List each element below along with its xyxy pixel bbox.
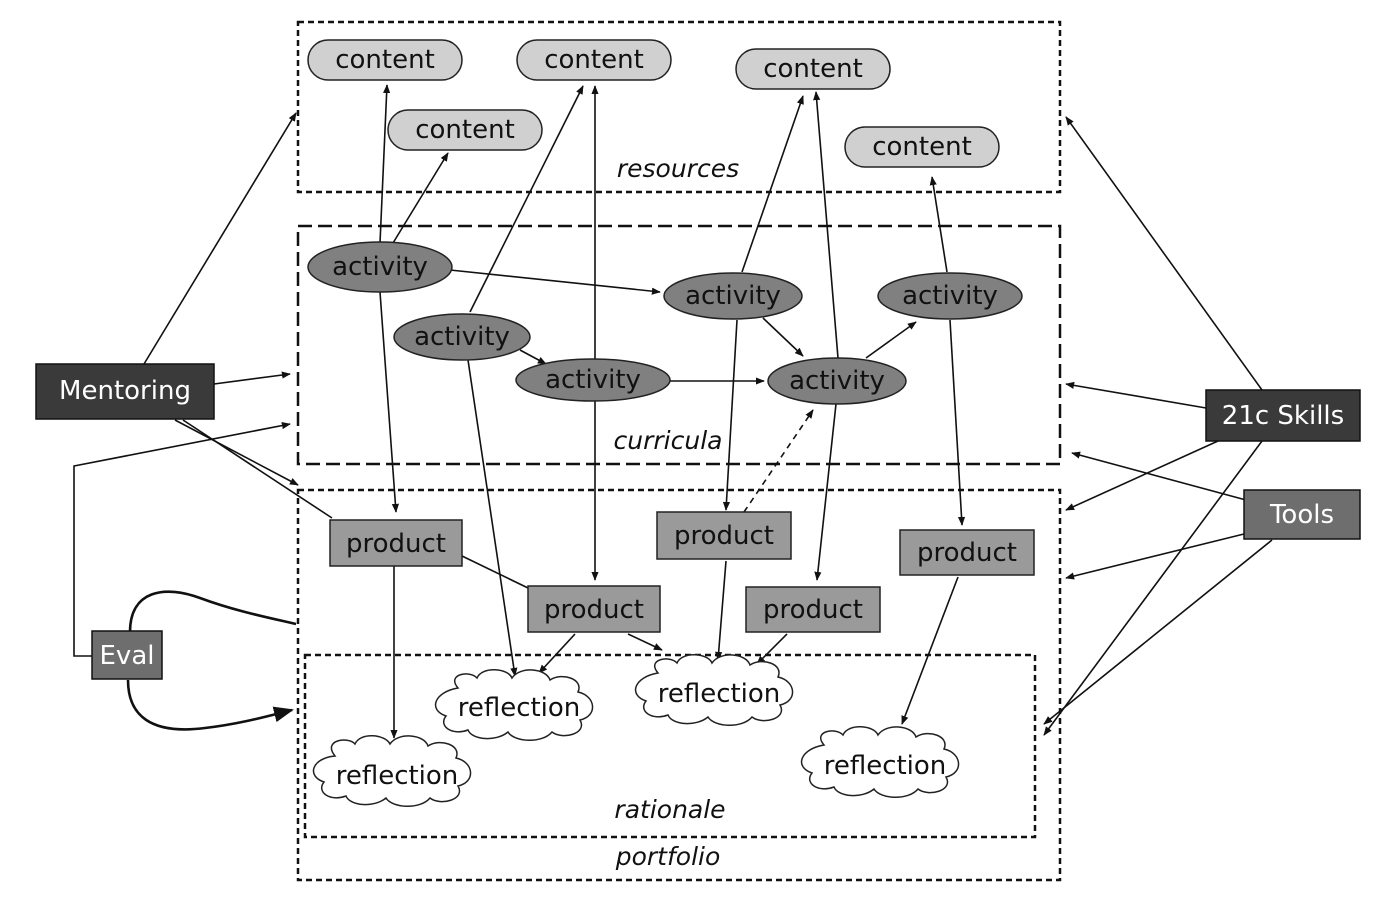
edge-eval-portfolio-curve	[128, 590, 297, 633]
edge-product3-activity4-dashed	[743, 409, 814, 513]
edge-activity2-reflection2	[467, 359, 518, 677]
edge-skills-resources	[1065, 116, 1263, 391]
edge-product4-reflection3	[756, 633, 788, 665]
mentoring-box: Mentoring	[35, 363, 215, 420]
edge-product2-rationale	[627, 633, 663, 651]
portfolio-label: portfolio	[615, 842, 721, 871]
content-node: content	[735, 48, 891, 90]
edge-activity6-product5	[949, 319, 966, 526]
reflection-node-label: reflection	[658, 679, 781, 709]
content-node: content	[307, 39, 463, 81]
edge-tools-curricula	[1071, 451, 1247, 501]
activity-node-label: activity	[685, 281, 781, 311]
activity-node-label: activity	[902, 281, 998, 311]
edge-mentoring-curricula	[213, 371, 291, 385]
edge-activity4-product4	[814, 403, 837, 581]
product-node: product	[329, 519, 463, 567]
edge-mentoring-portfolio	[174, 419, 299, 486]
eval-label: Eval	[100, 641, 155, 671]
skills-box: 21c Skills	[1205, 389, 1361, 442]
edge-activity4-activity6	[865, 321, 917, 359]
rationale-label: rationale	[614, 795, 725, 824]
activity-node: activity	[877, 272, 1023, 320]
content-node: content	[516, 39, 672, 81]
content-node-label: content	[415, 115, 515, 145]
activity-node-label: activity	[545, 365, 641, 395]
edge-activity3-product3	[722, 319, 738, 511]
edge-activity1-activity3	[449, 269, 661, 295]
activity-node: activity	[663, 272, 803, 320]
activity-node: activity	[515, 358, 671, 402]
product-node-label: product	[763, 595, 863, 625]
activity-node: activity	[393, 313, 531, 361]
edge-product3-reflection3	[715, 560, 727, 661]
edge-eval-curricula	[73, 422, 291, 657]
rationale-region	[303, 653, 1037, 839]
reflection-node: reflection	[634, 654, 794, 726]
content-node: content	[387, 109, 543, 151]
curricula-label: curricula	[614, 426, 723, 455]
edge-tools-rationale	[1043, 539, 1273, 725]
tools-label: Tools	[1269, 500, 1334, 530]
activity-node: activity	[767, 357, 907, 405]
eval-box: Eval	[91, 630, 163, 680]
edge-product2-reflection2	[538, 633, 576, 674]
edge-activity1-content1	[379, 84, 391, 244]
edge-activity6-content5	[929, 176, 948, 273]
edge-activity1-product1	[379, 291, 400, 513]
content-node-label: content	[335, 45, 435, 75]
reflection-node: reflection	[312, 735, 472, 807]
content-node-label: content	[544, 45, 644, 75]
edge-tools-portfolio	[1065, 533, 1245, 580]
activity-node-label: activity	[332, 252, 428, 282]
skills-label: 21c Skills	[1222, 401, 1344, 431]
edge-product5-reflection4	[901, 576, 959, 725]
reflection-node: reflection	[434, 669, 594, 741]
product-node: product	[745, 586, 881, 633]
content-node-label: content	[872, 132, 972, 162]
resources-label: resources	[617, 154, 739, 183]
edge-mentoring-product1	[182, 419, 333, 519]
edge-activity3-activity4	[762, 317, 804, 357]
resources-region	[296, 20, 1062, 194]
portfolio-region	[296, 488, 1062, 882]
product-node-label: product	[674, 521, 774, 551]
tools-box: Tools	[1243, 489, 1361, 540]
edge-activity1-content2	[392, 152, 449, 244]
edge-product1-product2	[461, 555, 529, 589]
mentoring-label: Mentoring	[59, 376, 191, 406]
content-node: content	[844, 126, 1000, 168]
reflection-node-label: reflection	[458, 693, 581, 723]
product-node-label: product	[917, 538, 1017, 568]
product-node-label: product	[544, 595, 644, 625]
edge-activity4-content4	[813, 91, 839, 359]
curricula-region	[296, 224, 1062, 466]
activity-node-label: activity	[414, 322, 510, 352]
edge-skills-portfolio	[1065, 440, 1219, 511]
edge-skills-rationale	[1043, 440, 1263, 736]
product-node-label: product	[346, 529, 446, 559]
product-node: product	[656, 511, 792, 560]
edge-activity2-content3	[469, 85, 584, 313]
edge-eval-rationale-curve	[126, 679, 294, 731]
activity-node: activity	[307, 241, 453, 293]
edge-skills-curricula	[1065, 381, 1207, 409]
reflection-node-label: reflection	[824, 751, 947, 781]
reflection-node: reflection	[800, 726, 960, 798]
product-node: product	[899, 529, 1035, 576]
reflection-node-label: reflection	[336, 761, 459, 791]
edges	[73, 84, 1273, 739]
content-node-label: content	[763, 54, 863, 84]
product-node: product	[527, 585, 661, 633]
edge-activity3-content4	[741, 95, 804, 273]
edge-activity2-activity5	[519, 349, 547, 365]
edge-mentoring-resources	[143, 112, 297, 365]
activity-node-label: activity	[789, 366, 885, 396]
